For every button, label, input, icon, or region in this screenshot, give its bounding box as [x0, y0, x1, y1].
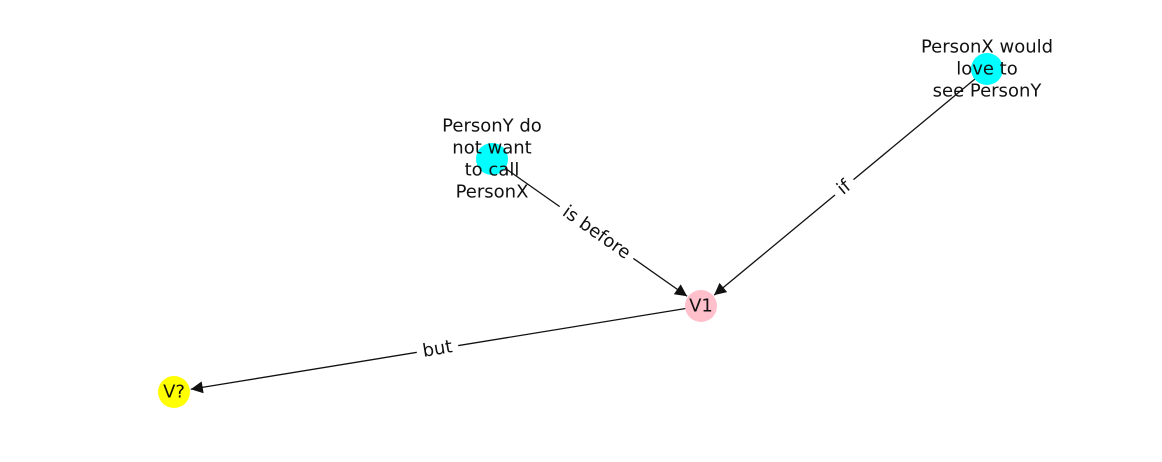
- node-label-line: PersonX: [456, 182, 529, 203]
- node-label-line: V?: [163, 382, 185, 403]
- edge-label-group: if: [827, 170, 862, 205]
- edge-label-background: [827, 170, 862, 205]
- edge-label-group: but: [414, 333, 461, 365]
- node-label-line: love to: [956, 59, 1018, 80]
- node-label-line: PersonY do: [442, 116, 542, 137]
- node-n_vq: [158, 376, 190, 408]
- node-n_personx: [971, 53, 1003, 85]
- nodes-layer: [158, 53, 1003, 408]
- node-label: V1: [689, 296, 713, 317]
- node-label: V?: [163, 382, 185, 403]
- node-label-line: to call: [465, 160, 520, 181]
- node-n_v1: [685, 290, 717, 322]
- node-label-line: not want: [452, 138, 531, 159]
- node-label-line: see PersonY: [933, 81, 1043, 102]
- edge-label-background: [552, 196, 641, 269]
- node-n_persony: [476, 143, 508, 175]
- edge-label: is before: [559, 201, 635, 263]
- edge-label: but: [421, 336, 454, 362]
- edge-label-group: is before: [552, 196, 641, 269]
- node-label-line: V1: [689, 296, 713, 317]
- node-label-line: PersonX would: [921, 37, 1053, 58]
- edge-label-background: [414, 333, 461, 365]
